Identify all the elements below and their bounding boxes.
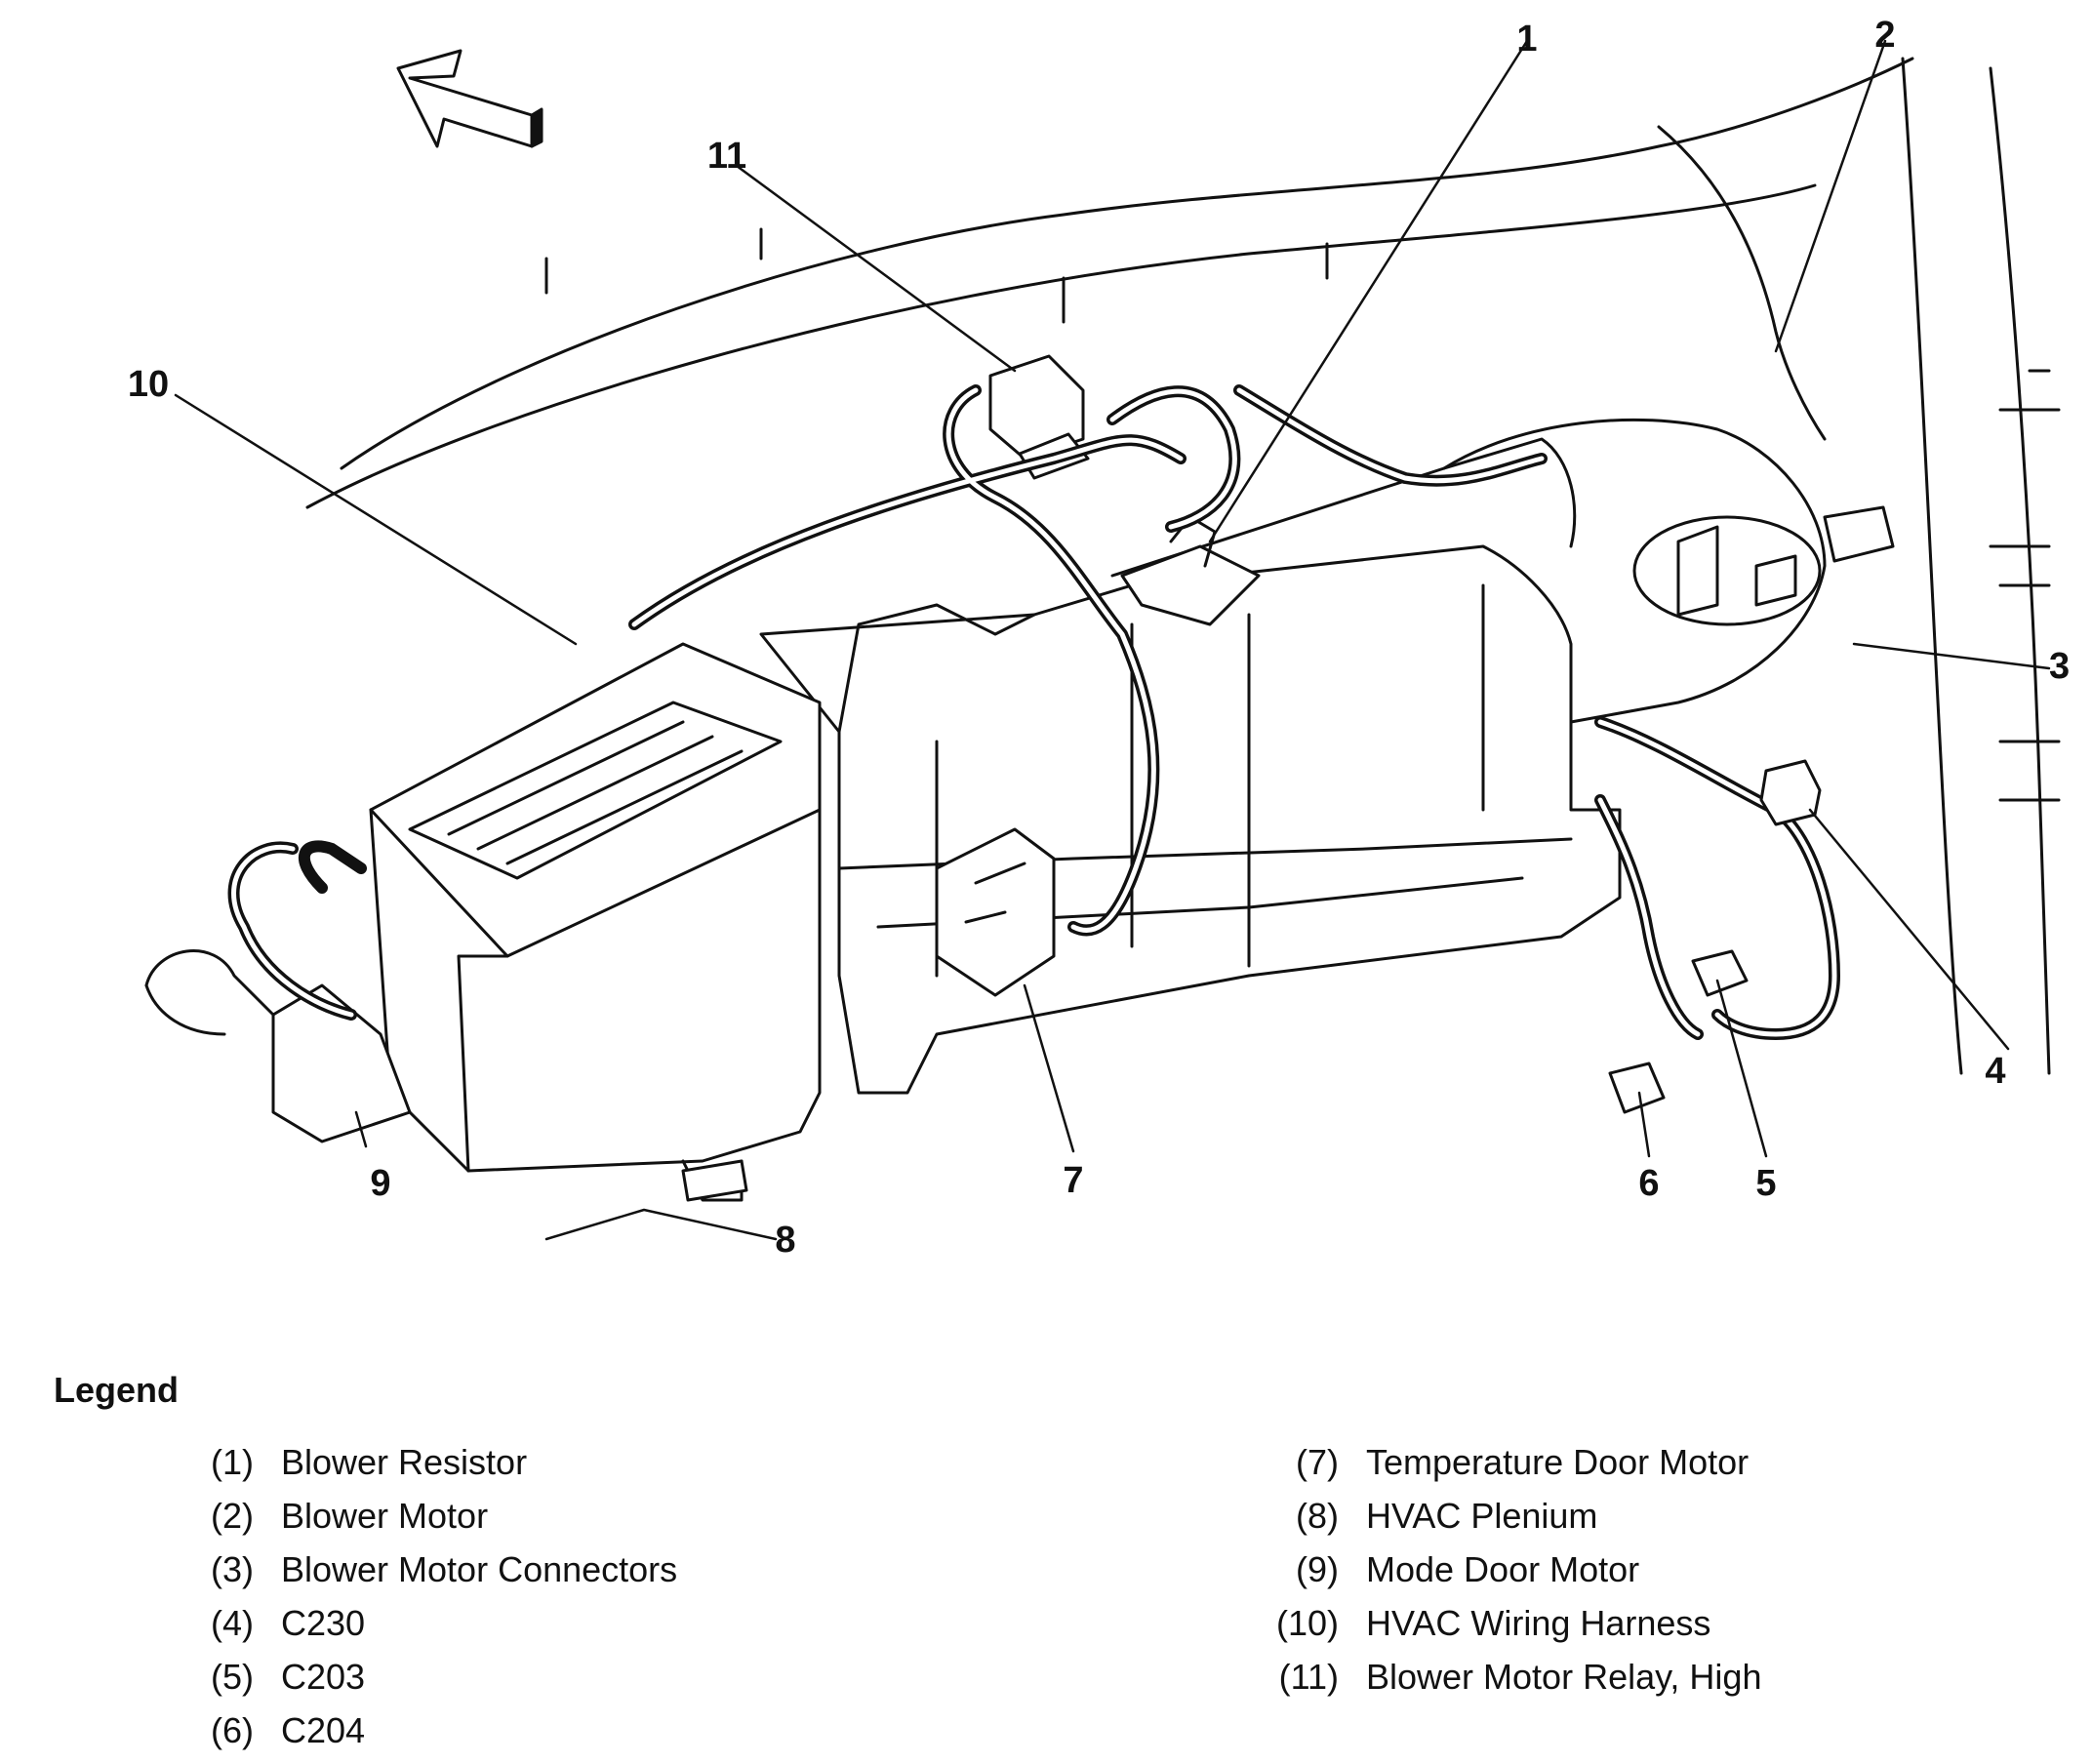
air-inlet-box xyxy=(369,642,822,1202)
connector-c204 xyxy=(1608,1062,1666,1114)
legend-right-column: (7) Temperature Door Motor (8) HVAC Pleniu… xyxy=(1231,1442,1762,1710)
legend-item-number: (1) xyxy=(211,1442,254,1482)
legend-item: (1) Blower Resistor xyxy=(146,1442,677,1496)
legend-item: (8) HVAC Plenium xyxy=(1231,1496,1761,1549)
callout-labels: 1 2 3 4 5 6 7 8 9 10 11 xyxy=(128,15,2070,1261)
callout-11: 11 xyxy=(707,136,746,177)
callout-3: 3 xyxy=(2049,646,2070,687)
legend-left-column: (1) Blower Resistor (2) Blower Motor (3) Bl… xyxy=(146,1442,677,1764)
legend-item-number: (5) xyxy=(211,1657,254,1697)
blower-motor xyxy=(1632,505,1895,626)
legend-item-text: HVAC Plenium xyxy=(1366,1496,1598,1536)
legend-item-number: (7) xyxy=(1296,1442,1339,1482)
legend-item: (9) Mode Door Motor xyxy=(1231,1549,1761,1603)
legend-item-text: Blower Motor Relay, High xyxy=(1366,1657,1762,1697)
callout-7: 7 xyxy=(1063,1160,1083,1201)
legend-item-number: (4) xyxy=(211,1603,254,1643)
temperature-door-motor xyxy=(935,827,1056,997)
leader-lines xyxy=(174,39,2051,1241)
legend-item: (2) Blower Motor xyxy=(146,1496,677,1549)
legend-item-text: C204 xyxy=(281,1710,366,1750)
legend-item-number: (10) xyxy=(1275,1603,1339,1643)
legend-item-text: Blower Motor Connectors xyxy=(281,1549,678,1589)
callout-1: 1 xyxy=(1516,19,1537,60)
legend-item: (7) Temperature Door Motor xyxy=(1231,1442,1761,1496)
legend-title: Legend xyxy=(54,1370,180,1410)
legend-item-number: (9) xyxy=(1296,1549,1339,1589)
legend-item: (11) Blower Motor Relay, High xyxy=(1231,1657,1762,1710)
legend-item-number: (11) xyxy=(1278,1657,1339,1697)
connector-c230 xyxy=(1759,759,1822,826)
legend-item-text: Temperature Door Motor xyxy=(1366,1442,1750,1482)
legend-item-text: HVAC Wiring Harness xyxy=(1366,1603,1711,1643)
callout-10: 10 xyxy=(128,364,169,405)
legend-item-text: Blower Motor xyxy=(281,1496,489,1536)
legend-item: (6) C204 xyxy=(146,1710,677,1764)
mode-door-motor xyxy=(144,949,412,1143)
callout-4: 4 xyxy=(1985,1051,2005,1092)
dash-panel-outline xyxy=(305,57,2061,1075)
callout-2: 2 xyxy=(1874,15,1895,56)
legend-item: (10) HVAC Wiring Harness xyxy=(1231,1603,1761,1657)
legend-item-text: C230 xyxy=(281,1603,366,1643)
legend-item-number: (2) xyxy=(211,1496,254,1536)
legend-item-number: (6) xyxy=(211,1710,254,1750)
callout-9: 9 xyxy=(370,1163,390,1204)
connector-c203 xyxy=(1691,949,1749,997)
legend-item-number: (8) xyxy=(1296,1496,1339,1536)
hvac-plenum xyxy=(681,1159,748,1202)
hvac-diagram: 1 2 3 4 5 6 7 8 9 10 11 xyxy=(128,15,2070,1261)
callout-5: 5 xyxy=(1755,1163,1776,1204)
callout-8: 8 xyxy=(775,1220,795,1261)
legend-item-text: C203 xyxy=(281,1657,366,1697)
legend-item: (3) Blower Motor Connectors xyxy=(146,1549,677,1603)
legend-item: (4) C230 xyxy=(146,1603,677,1657)
legend-item-text: Blower Resistor xyxy=(281,1442,528,1482)
legend-item: (5) C203 xyxy=(146,1657,677,1710)
legend-item-number: (3) xyxy=(211,1549,254,1589)
direction-arrow-icon xyxy=(396,49,543,148)
legend-item-text: Mode Door Motor xyxy=(1366,1549,1640,1589)
callout-6: 6 xyxy=(1638,1163,1659,1204)
